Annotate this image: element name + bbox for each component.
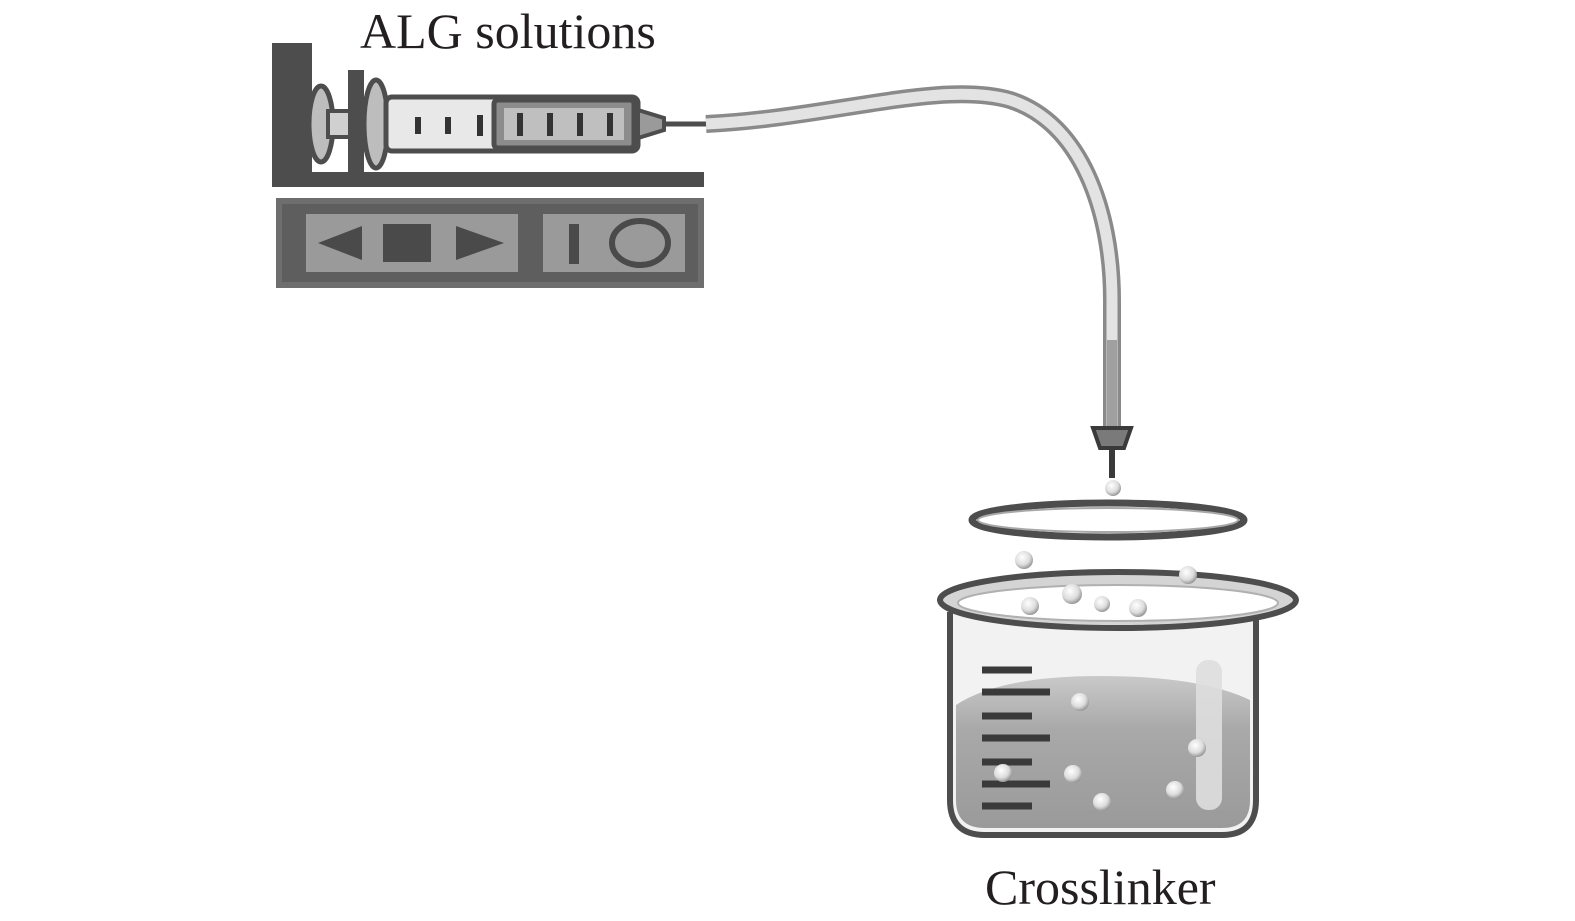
pump-control-panel [276, 198, 704, 288]
beaker-solution-label: Crosslinker [985, 859, 1216, 915]
rewind-icon [318, 226, 362, 260]
syringe-barrel [383, 94, 708, 154]
pump-rail [272, 172, 704, 187]
pump-stand [272, 43, 312, 183]
ring [968, 499, 1248, 541]
syringe-solution-label: ALG solutions [360, 3, 656, 59]
plunger [306, 70, 391, 178]
droplet [1105, 480, 1121, 496]
stop-icon [383, 224, 431, 262]
beaker-graduations [982, 666, 1050, 810]
power-icon-ring [609, 218, 671, 268]
play-icon [456, 226, 504, 260]
tubing [705, 85, 1134, 496]
syringe-graduations [415, 113, 613, 136]
nozzle [1090, 426, 1134, 450]
power-icon-bar [569, 224, 579, 264]
syringe-pump [272, 43, 708, 288]
beaker [937, 551, 1299, 838]
